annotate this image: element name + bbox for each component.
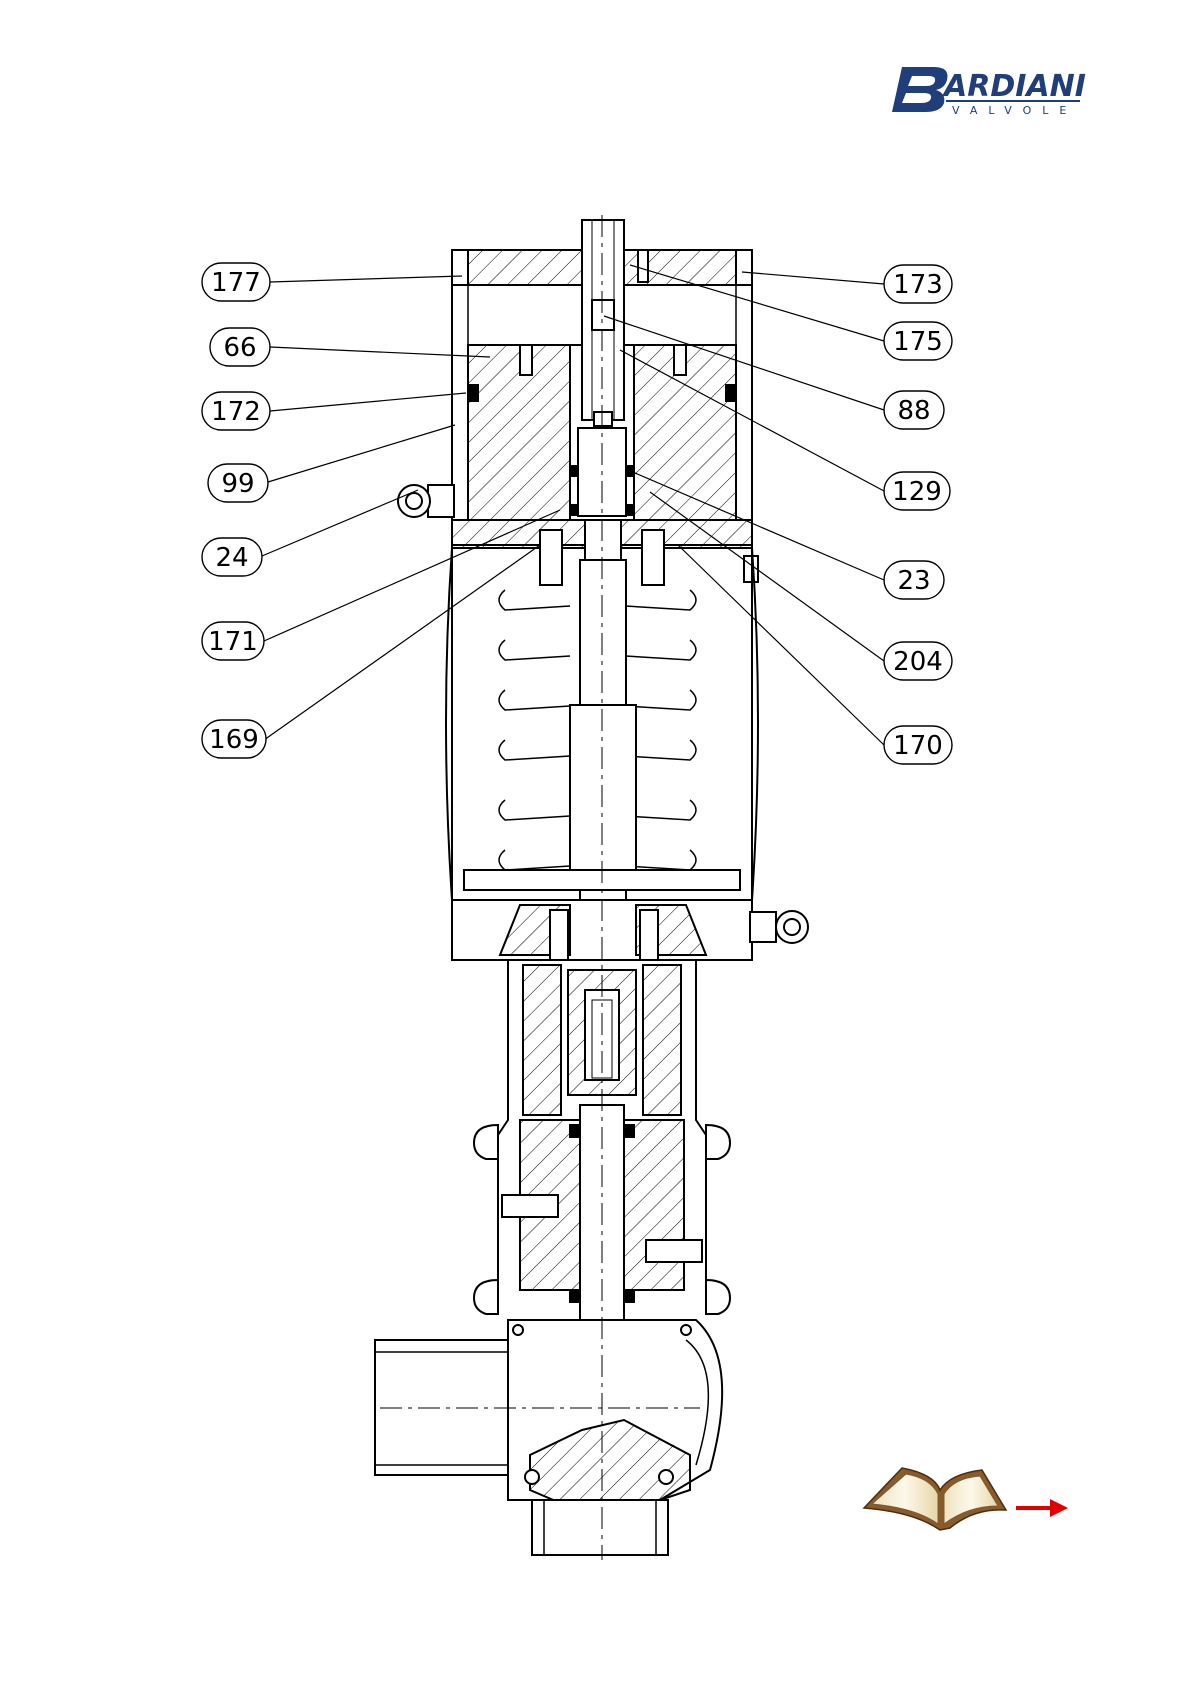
callout-204: 204 — [884, 642, 952, 680]
svg-text:129: 129 — [892, 477, 942, 507]
callout-labels-left: 177 66 172 99 24 171 169 — [202, 263, 270, 758]
callout-170: 170 — [884, 726, 952, 764]
callout-24: 24 — [202, 538, 262, 576]
bottom-outlet — [532, 1500, 668, 1555]
arrow-right-icon[interactable] — [1016, 1499, 1068, 1517]
open-book-icon[interactable] — [864, 1468, 1006, 1530]
callout-99: 99 — [208, 464, 268, 502]
callout-66: 66 — [210, 328, 270, 366]
callout-labels-right: 173 175 88 129 23 204 170 — [884, 265, 952, 764]
actuator-assembly — [398, 220, 758, 600]
svg-text:175: 175 — [893, 327, 943, 357]
logo-b-mark — [892, 67, 947, 112]
svg-text:173: 173 — [893, 270, 943, 300]
air-fitting-right — [750, 911, 808, 943]
svg-text:177: 177 — [211, 268, 261, 298]
callout-171: 171 — [202, 622, 264, 660]
callout-129: 129 — [884, 472, 950, 510]
svg-text:23: 23 — [897, 566, 930, 596]
logo-subtitle: VALVOLE — [952, 104, 1077, 117]
svg-text:88: 88 — [897, 396, 930, 426]
callout-175: 175 — [884, 322, 952, 360]
svg-text:66: 66 — [223, 333, 256, 363]
spring-housing — [446, 548, 808, 960]
callout-173: 173 — [884, 265, 952, 303]
logo-wordmark: ARDIANI — [942, 69, 1086, 104]
callout-88: 88 — [884, 391, 944, 429]
air-fitting-left — [398, 485, 454, 517]
svg-text:169: 169 — [209, 725, 259, 755]
callout-23: 23 — [884, 561, 944, 599]
callout-169: 169 — [202, 720, 266, 758]
svg-text:172: 172 — [211, 397, 261, 427]
svg-text:99: 99 — [221, 469, 254, 499]
svg-text:204: 204 — [893, 647, 943, 677]
bardiani-logo: ARDIANI VALVOLE — [892, 67, 1086, 117]
valve-body — [375, 1320, 722, 1555]
svg-text:24: 24 — [215, 543, 248, 573]
callout-177: 177 — [202, 263, 270, 301]
callout-172: 172 — [202, 392, 270, 430]
svg-text:171: 171 — [208, 627, 258, 657]
svg-text:170: 170 — [893, 731, 943, 761]
